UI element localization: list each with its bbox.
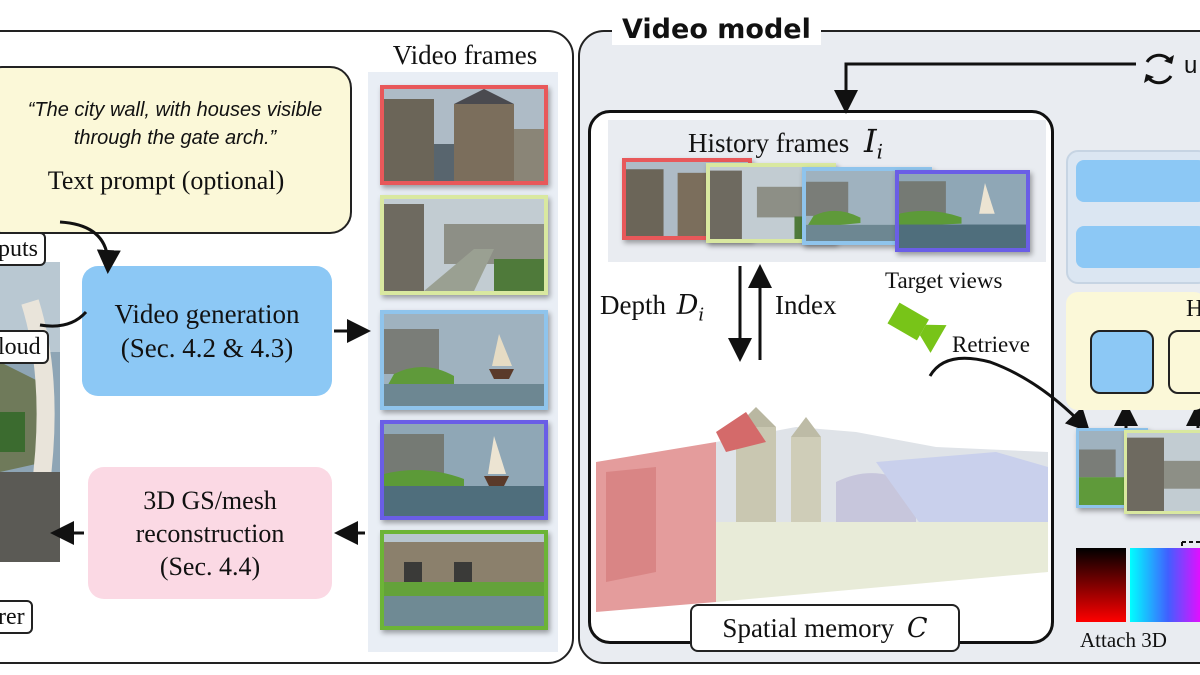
token-box-blue [1090,330,1154,394]
spatial-memory-text: Spatial memory [722,613,895,643]
history-frame-4 [895,170,1030,252]
retrieve-label: Retrieve [952,332,1030,357]
color-map-swatch [1076,548,1200,622]
video-generation-box: Video generation (Sec. 4.2 & 4.3) [82,266,332,396]
inputs-tag: puts [0,232,47,266]
reconstruction-line3: (Sec. 4.4) [159,551,261,581]
history-frames-symbol: I [863,122,877,160]
history-frames-subscript: i [876,139,884,164]
reconstruction-line2: reconstruction [135,518,285,548]
video-generation-section: (Sec. 4.2 & 4.3) [120,333,294,363]
depth-symbol: D [676,290,699,321]
reconstruction-line1: 3D GS/mesh [143,485,277,515]
spatial-memory-point-cloud [596,372,1048,612]
retrieved-frame-2 [1124,430,1200,514]
arrow-loop-inputs [39,310,88,328]
arrow-prompt-to-video-generation [59,220,121,274]
pipeline-panel [0,30,574,664]
token-box-yellow [1168,330,1200,394]
video-frame-1 [380,85,548,185]
arrow-update-loop [834,62,1136,114]
history-frames-label: History frames Ii [688,122,883,163]
prompt-label: Text prompt (optional) [47,166,285,195]
point-cloud-tag: loud [0,330,49,364]
depth-index-arrows [728,264,772,362]
render-tag: rer [0,600,33,634]
video-generation-title: Video generation [114,299,300,329]
depth-text: Depth [600,290,666,320]
video-frames-title: Video frames [370,40,560,71]
update-label: u [1184,52,1198,79]
index-label: Index [775,290,837,320]
video-frame-5 [380,530,548,630]
depth-label: Depth Di [600,290,704,325]
video-frame-3 [380,310,548,410]
encoder-bar-2 [1076,226,1200,268]
attach-3d-label: Attach 3D [1080,628,1167,652]
video-model-title: Video model [612,14,821,45]
target-views-label: Target views [885,268,1003,293]
prompt-quote: “The city wall, with houses visible thro… [27,99,323,149]
history-frames-text: History frames [688,128,850,158]
update-icon [1138,48,1180,90]
encoder-bar-1 [1076,160,1200,202]
reconstruction-box: 3D GS/mesh reconstruction (Sec. 4.4) [88,467,332,599]
depth-subscript: i [698,304,705,326]
video-frame-4 [380,420,548,520]
left-panel-arrows [39,220,371,545]
spatial-memory-symbol: C [906,613,928,644]
text-prompt-box: “The city wall, with houses visible thro… [0,66,352,234]
background-scene-image [0,262,60,562]
camera-icon [884,298,948,354]
spatial-memory-tag: Spatial memory C [690,604,960,652]
transformer-block-letter: H [1186,296,1200,322]
arrow-retrieve [928,356,1091,433]
video-frame-2 [380,195,548,295]
